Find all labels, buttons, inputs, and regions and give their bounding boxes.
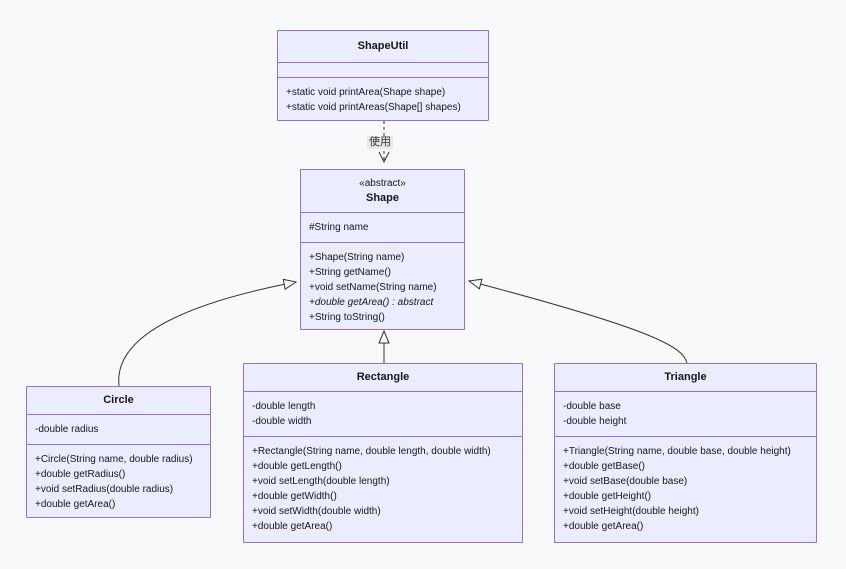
class-triangle-attributes: -double base -double height [555, 391, 816, 436]
method: +void setHeight(double height) [563, 506, 699, 517]
class-shape-name: Shape [365, 192, 399, 204]
class-triangle: Triangle -double base -double height +Tr… [554, 363, 817, 543]
class-shape-title: «abstract» Shape [301, 170, 464, 212]
method: +static void printAreas(Shape[] shapes) [286, 102, 461, 113]
method: +double getArea() [563, 521, 644, 532]
class-shapeutil-title: ShapeUtil [357, 40, 409, 52]
class-shapeutil: ShapeUtil +static void printArea(Shape s… [277, 30, 489, 121]
method: +double getWidth() [252, 491, 337, 502]
class-rectangle-title: Rectangle [356, 371, 410, 383]
method: +double getRadius() [35, 469, 126, 480]
method: +String getName() [309, 267, 391, 278]
attribute: -double base [563, 401, 621, 412]
class-shape: «abstract» Shape #String name +Shape(Str… [300, 169, 465, 330]
class-circle-methods: +Circle(String name, double radius) +dou… [27, 444, 210, 519]
class-circle: Circle -double radius +Circle(String nam… [26, 386, 211, 518]
attribute: -double width [252, 416, 312, 427]
class-rectangle-attributes: -double length -double width [244, 391, 522, 436]
class-shape-methods: +Shape(String name) +String getName() +v… [301, 242, 464, 332]
method: +Circle(String name, double radius) [35, 454, 193, 465]
method: +void setLength(double length) [252, 476, 390, 487]
class-shapeutil-methods: +static void printArea(Shape shape) +sta… [278, 77, 488, 122]
class-shape-stereotype: «abstract» [359, 178, 406, 189]
method: +static void printArea(Shape shape) [286, 87, 446, 98]
dependency-edge-label: 使用 [367, 136, 393, 149]
method: +double getArea() [252, 521, 333, 532]
attribute: -double length [252, 401, 316, 412]
class-circle-title: Circle [103, 394, 134, 406]
method: +String toString() [309, 312, 385, 323]
method: +void setWidth(double width) [252, 506, 381, 517]
inheritance-edge-triangle-shape [469, 281, 688, 364]
method: +double getHeight() [563, 491, 652, 502]
method: +Triangle(String name, double base, doub… [563, 446, 791, 457]
method: +Rectangle(String name, double length, d… [252, 446, 491, 457]
attribute: #String name [309, 222, 369, 233]
inheritance-edge-circle-shape [118, 282, 296, 387]
method: +void setBase(double base) [563, 476, 688, 487]
class-rectangle-methods: +Rectangle(String name, double length, d… [244, 436, 522, 542]
class-triangle-methods: +Triangle(String name, double base, doub… [555, 436, 816, 542]
method: +void setName(String name) [309, 282, 437, 293]
method-abstract: +double getArea() : abstract [309, 297, 434, 308]
method: +double getArea() [35, 499, 116, 510]
attribute: -double height [563, 416, 627, 427]
class-shape-attributes: #String name [301, 212, 464, 242]
class-triangle-title: Triangle [664, 371, 707, 383]
class-circle-attributes: -double radius [27, 414, 210, 444]
attribute: -double radius [35, 424, 99, 435]
class-shapeutil-attributes [278, 62, 488, 77]
method: +double getBase() [563, 461, 646, 472]
method: +Shape(String name) [309, 252, 405, 263]
method: +double getLength() [252, 461, 342, 472]
method: +void setRadius(double radius) [35, 484, 174, 495]
class-rectangle: Rectangle -double length -double width +… [243, 363, 523, 543]
